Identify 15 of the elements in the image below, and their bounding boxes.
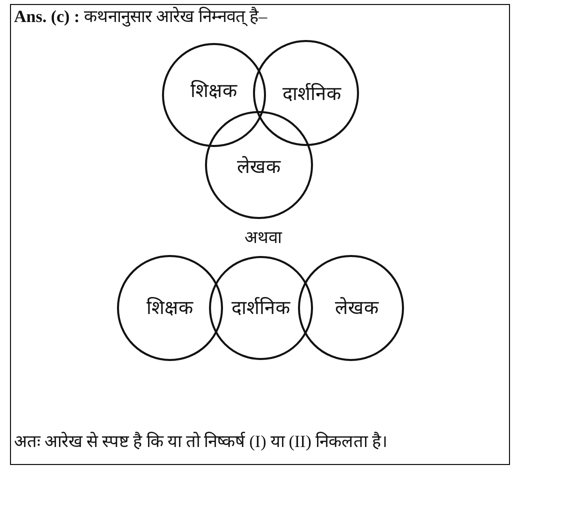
- alternative-label: अथवा: [244, 228, 282, 248]
- venn-circle: [117, 255, 223, 361]
- conclusion-text: अतः आरेख से स्पष्ट है कि या तो निष्कर्ष (I) या (II) निकलता है।: [14, 432, 387, 452]
- venn-circle: [253, 40, 359, 146]
- venn-circle: [205, 111, 313, 219]
- set-label: लेखक: [335, 298, 379, 320]
- venn-circle: [209, 256, 313, 360]
- venn-circle: [162, 43, 266, 147]
- answer-heading: Ans. (c) : कथनानुसार आरेख निम्नवत् है–: [14, 7, 268, 28]
- set-label: शिक्षक: [190, 81, 238, 103]
- set-label: शिक्षक: [146, 298, 194, 320]
- set-label: लेखक: [237, 157, 281, 179]
- set-label: दार्शनिक: [282, 84, 342, 106]
- venn-circle: [298, 255, 404, 361]
- set-label: दार्शनिक: [232, 298, 290, 320]
